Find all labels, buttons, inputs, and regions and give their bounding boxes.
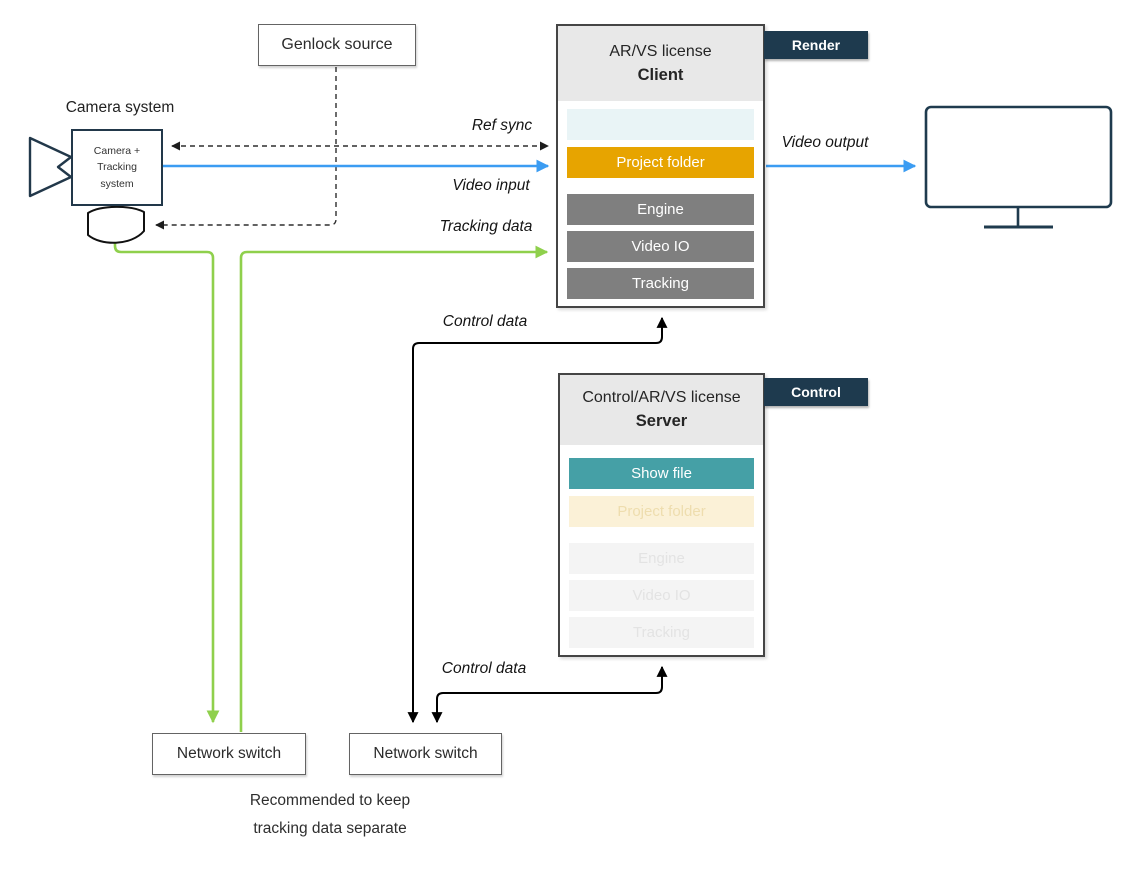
server-slot-engine: Engine [569,543,754,574]
network-switch-right-label: Network switch [373,745,478,762]
video-input-label: Video input [452,177,530,194]
server-license-label: Control/AR/VS license [582,389,741,406]
camera-system-title: Camera system [65,99,175,116]
note-line1: Recommended to keep [249,792,411,809]
control-data-label-bottom: Control data [441,660,527,677]
video-output-label: Video output [781,134,869,151]
tracking-recommendation-note: Recommended to keep tracking data separa… [207,787,453,843]
camera-box-line1: Camera + [93,145,141,158]
ref-sync-label: Ref sync [471,117,533,134]
monitor-icon [924,105,1113,229]
render-tag: Render [764,31,868,59]
camera-tracking-box: Camera + Tracking system [71,129,163,206]
client-role-label: Client [637,65,684,84]
note-line2: tracking data separate [253,819,407,837]
client-license-label: AR/VS license [609,42,712,60]
server-slot-project-folder: Project folder [569,496,754,527]
server-slot-tracking: Tracking [569,617,754,648]
server-slot-show-file: Show file [569,458,754,489]
server-role-label: Server [635,412,688,430]
tracking-sensor-icon [87,205,145,244]
genlock-source-box: Genlock source [258,24,416,66]
client-slot-video-io: Video IO [567,231,754,262]
server-slot-video-io: Video IO [569,580,754,611]
client-box: AR/VS license Client Project folder Engi… [556,24,765,308]
client-slot-showfile-empty [567,109,754,140]
tracking-data-label: Tracking data [439,218,533,235]
camera-box-line3: system [100,177,134,190]
control-data-label-top: Control data [442,313,528,330]
camera-box-text: Camera + Tracking system [94,143,140,192]
genlock-sync-line [155,67,337,230]
client-slot-tracking: Tracking [567,268,754,299]
network-switch-left-box: Network switch [152,733,306,775]
tracking-sensor-to-switch-line [113,236,220,724]
server-box: Control/AR/VS license Server Show file P… [558,373,765,657]
client-slot-project-folder: Project folder [567,147,754,178]
camera-icon [28,136,73,198]
network-switch-right-box: Network switch [349,733,502,775]
camera-box-line2: Tracking [97,161,137,174]
server-header: Control/AR/VS license Server [560,375,763,445]
genlock-source-label: Genlock source [281,36,393,53]
control-tag: Control [764,378,868,406]
network-switch-left-label: Network switch [176,745,282,762]
client-header: AR/VS license Client [558,26,763,101]
client-slot-engine: Engine [567,194,754,225]
